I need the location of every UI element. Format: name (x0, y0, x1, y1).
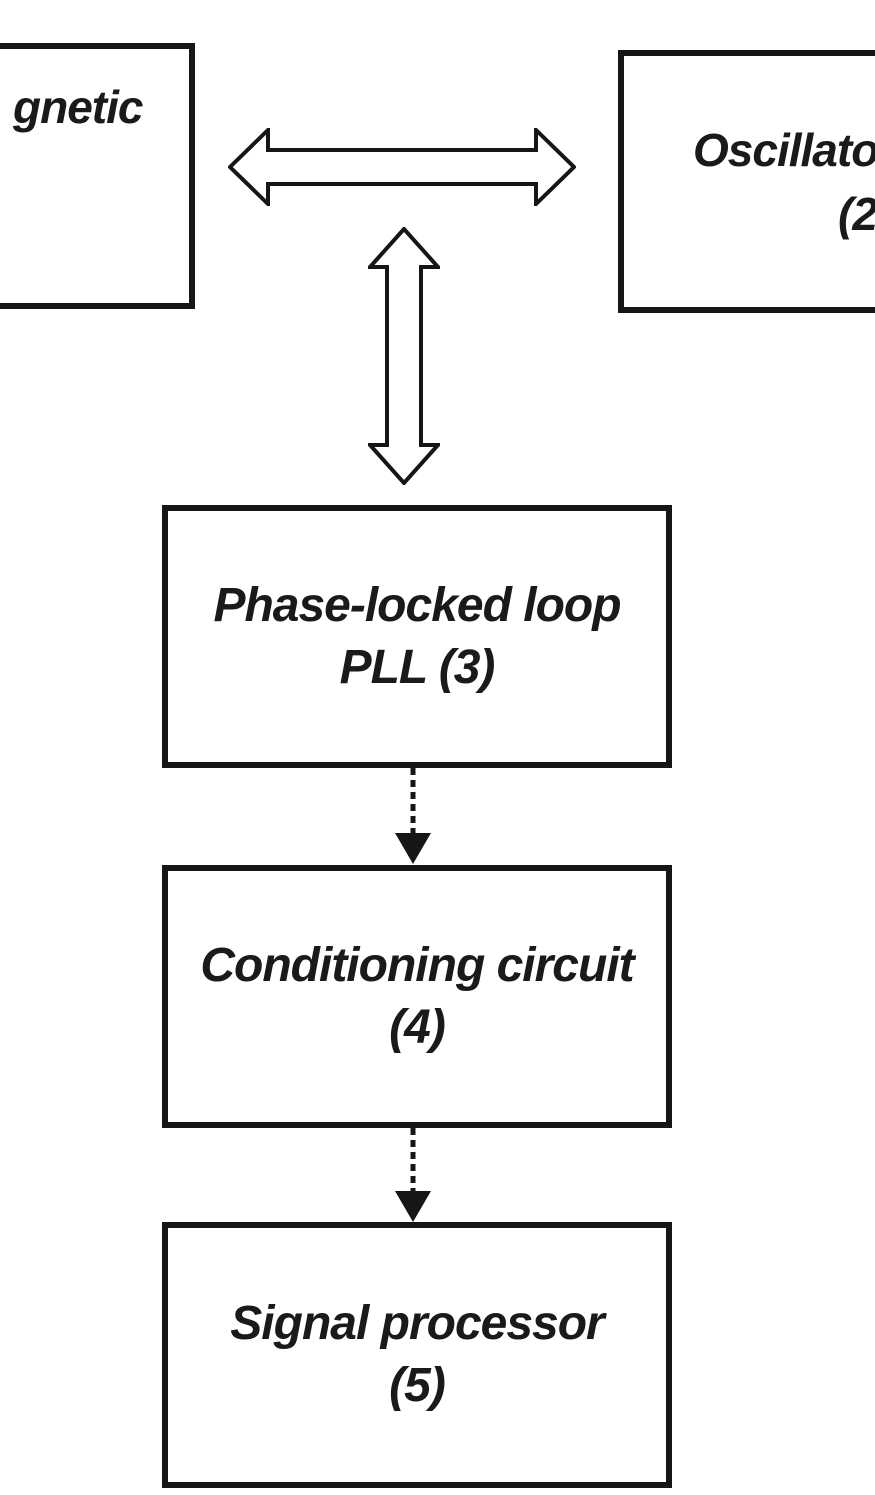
pll-label-line2: PLL (3) (339, 640, 496, 694)
bidirectional-vertical-arrow-icon (368, 227, 440, 485)
signal-label-line1: Signal processor (230, 1297, 604, 1350)
box-signal-processor: Signal processor (5) (162, 1222, 672, 1488)
box-oscillator-label-line1: Oscillato (693, 124, 875, 176)
bidirectional-horizontal-arrow-icon (228, 128, 576, 206)
box-phase-locked-loop: Phase-locked loop PLL (3) (162, 505, 672, 768)
box-magnetic-sensor: gnetic (0, 43, 195, 309)
conditioning-label-line2: (4) (389, 1000, 446, 1054)
box-phase-locked-loop-label: Phase-locked loop PLL (3) (168, 511, 666, 762)
box-conditioning-circuit: Conditioning circuit (4) (162, 865, 672, 1128)
box-conditioning-circuit-label: Conditioning circuit (4) (168, 871, 666, 1122)
flow-arrow-pll-to-conditioning-icon (395, 768, 431, 864)
box-oscillator: Oscillato (2 (618, 50, 875, 313)
pll-label-line1: Phase-locked loop (213, 578, 621, 632)
box-oscillator-label-line2: (2 (838, 188, 875, 240)
box-signal-processor-label: Signal processor (5) (168, 1228, 666, 1482)
flow-arrow-conditioning-to-signal-icon (395, 1128, 431, 1222)
signal-label-line2: (5) (389, 1359, 446, 1412)
box-magnetic-sensor-label: gnetic (13, 81, 143, 133)
conditioning-label-line1: Conditioning circuit (200, 938, 634, 992)
